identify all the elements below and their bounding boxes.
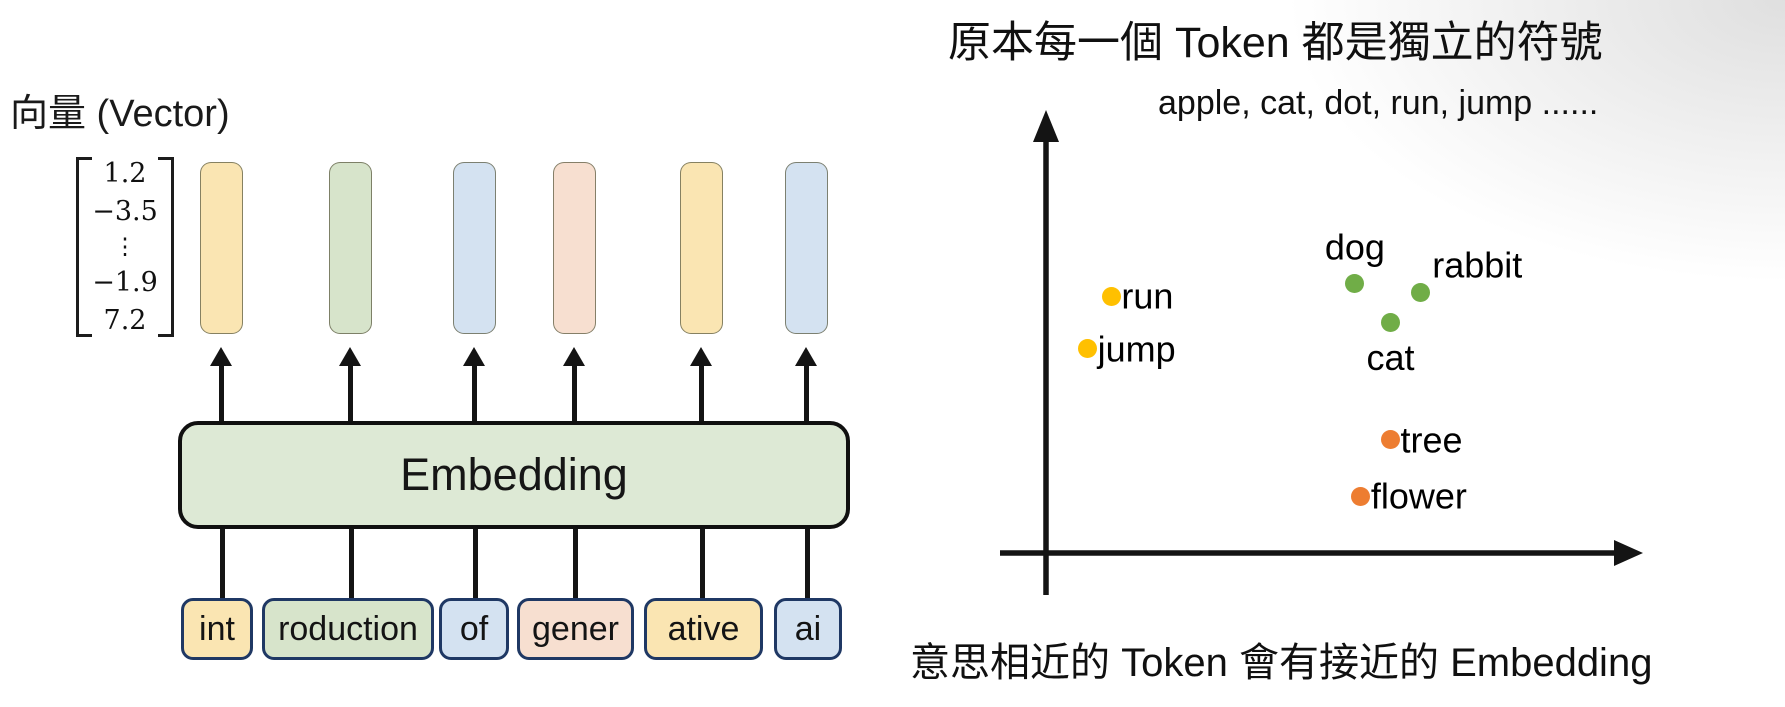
- scatter-label-run: run: [1121, 275, 1174, 317]
- connector-line-2: [349, 529, 354, 599]
- embedding-vector-bar-1: [200, 162, 243, 334]
- token-box-int: int: [181, 598, 253, 660]
- scatter-dot-dog: [1345, 273, 1365, 293]
- token-box-gener: gener: [517, 598, 634, 660]
- vector-value: 1.2: [103, 158, 147, 189]
- arrow-head: [462, 347, 485, 366]
- connector-line-3: [473, 529, 478, 599]
- scatter-dot-jump: [1078, 339, 1098, 359]
- vector-value: 7.2: [103, 305, 147, 336]
- x-axis-arrowhead: [1614, 540, 1643, 566]
- token-box-ative: ative: [644, 598, 763, 660]
- scatter-label-rabbit: rabbit: [1432, 244, 1523, 286]
- vector-ellipsis: ⋮: [113, 233, 137, 260]
- token-label: int: [199, 609, 235, 648]
- scatter-dot-cat: [1381, 312, 1401, 332]
- embedding-vector-bar-4: [553, 162, 596, 334]
- embedding-vector-bar-2: [329, 162, 372, 334]
- scatter-dot-flower: [1351, 486, 1371, 506]
- scatter-label-dog: dog: [1324, 226, 1385, 268]
- matrix-bracket-left: [76, 157, 92, 337]
- token-label: ai: [794, 609, 822, 648]
- scatter-label-flower: flower: [1370, 475, 1467, 517]
- token-label: of: [459, 609, 489, 648]
- scatter-label-jump: jump: [1097, 327, 1176, 369]
- arrow-head: [562, 347, 585, 366]
- connector-line-4: [573, 529, 578, 599]
- up-arrow-1: [209, 347, 232, 422]
- y-axis-arrowhead: [1033, 110, 1059, 142]
- plot-caption: 意思相近的 Token 會有接近的 Embedding: [910, 641, 1653, 685]
- arrow-head: [689, 347, 712, 366]
- matrix-bracket-right: [158, 157, 174, 337]
- up-arrow-6: [794, 347, 817, 422]
- embedding-box-label: Embedding: [400, 449, 628, 500]
- connector-line-1: [220, 529, 225, 599]
- arrow-head: [209, 347, 232, 366]
- plot-subtitle: apple, cat, dot, run, jump ......: [1158, 84, 1599, 122]
- vector-value: −3.5: [92, 195, 158, 227]
- token-label: gener: [532, 609, 619, 648]
- token-box-roduction: roduction: [262, 598, 434, 660]
- up-arrow-4: [562, 347, 585, 422]
- vector-value: −1.9: [92, 267, 158, 299]
- embedding-box: Embedding: [178, 421, 850, 529]
- token-box-of: of: [439, 598, 509, 660]
- scatter-dot-run: [1101, 286, 1121, 306]
- connector-line-5: [700, 529, 705, 599]
- arrow-head: [794, 347, 817, 366]
- embedding-vector-bar-5: [680, 162, 723, 334]
- plot-title: 原本每一個 Token 都是獨立的符號: [948, 19, 1603, 67]
- matrix-values: 1.2 −3.5 ⋮ −1.9 7.2: [90, 160, 160, 334]
- up-arrow-2: [338, 347, 361, 422]
- up-arrow-5: [689, 347, 712, 422]
- embedding-vector-bar-3: [453, 162, 496, 334]
- arrow-head: [338, 347, 361, 366]
- scatter-label-cat: cat: [1366, 337, 1415, 379]
- up-arrow-3: [462, 347, 485, 422]
- connector-line-6: [805, 529, 810, 599]
- embedding-vector-bar-6: [785, 162, 828, 334]
- vector-matrix: 1.2 −3.5 ⋮ −1.9 7.2: [76, 157, 174, 337]
- scatter-axes: [1000, 110, 1643, 595]
- token-label: roduction: [278, 609, 418, 648]
- token-box-ai: ai: [774, 598, 842, 660]
- scatter-label-tree: tree: [1400, 419, 1463, 461]
- vector-label: 向量 (Vector): [10, 93, 230, 135]
- scatter-dot-tree: [1381, 430, 1401, 450]
- scatter-dot-rabbit: [1410, 282, 1430, 302]
- token-label: ative: [667, 609, 740, 648]
